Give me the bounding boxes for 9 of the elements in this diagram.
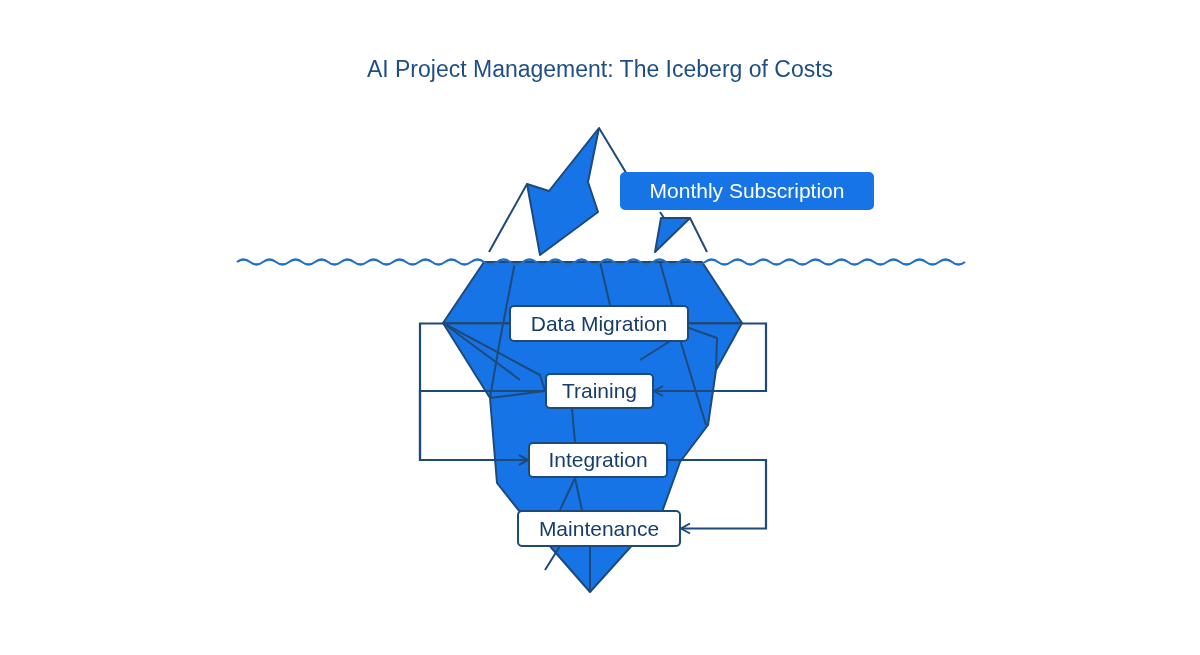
hidden-cost-label: Data Migration	[509, 305, 689, 342]
connector-arrow	[418, 389, 545, 466]
connector-arrow	[653, 322, 768, 397]
hidden-cost-label: Maintenance	[517, 510, 681, 547]
connector-arrow	[668, 458, 768, 535]
visible-cost-label: Monthly Subscription	[620, 172, 874, 210]
hidden-cost-label: Training	[545, 373, 654, 409]
hidden-cost-label: Integration	[528, 442, 668, 478]
diagram-title: AI Project Management: The Iceberg of Costs	[365, 56, 835, 83]
